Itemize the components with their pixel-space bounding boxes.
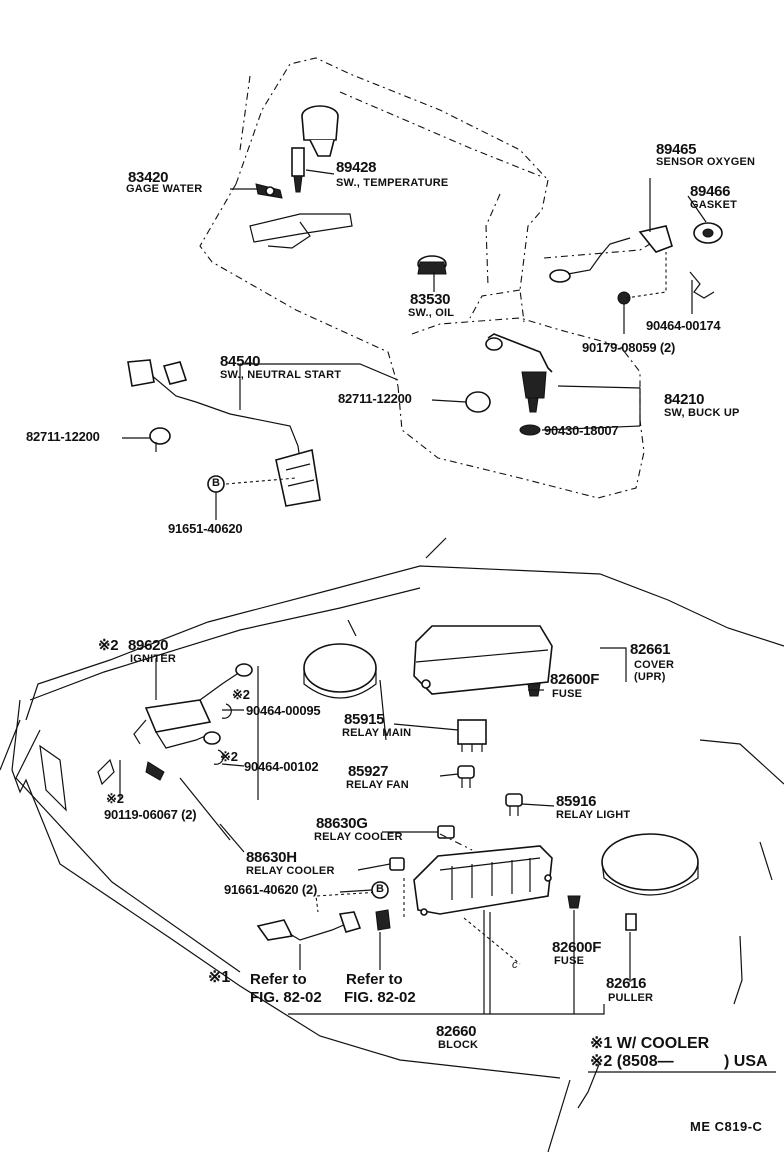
note-usa-start: ※2 (8508— [590, 1053, 674, 1070]
marker-b-upper-letter: B [212, 477, 221, 489]
part-number-83530: 83530 [410, 291, 451, 308]
ref1-text-top[interactable]: Refer to [250, 971, 307, 988]
part-number-85927: 85927 [348, 763, 389, 780]
part-name-fuse-a: FUSE [552, 688, 583, 700]
part-number-90119-06067: 90119-06067 (2) [104, 807, 197, 822]
clip-mark-00095: ※2 [232, 687, 250, 702]
marker-c: c [512, 959, 518, 971]
part-number-91661-40620: 91661-40620 (2) [224, 882, 318, 897]
part-number-82600f-b: 82600F [552, 939, 602, 956]
lower-parts [133, 625, 637, 965]
part-number-90179-08059: 90179-08059 (2) [582, 340, 676, 355]
marker-b-lower-letter: B [376, 883, 385, 895]
part-name-relay-fan: RELAY FAN [346, 779, 409, 791]
part-name-block: BLOCK [438, 1039, 479, 1051]
part-number-90464-00095: 90464-00095 [246, 703, 321, 718]
part-number-82711-upper: 82711-12200 [338, 391, 412, 406]
part-number-89620: 89620 [128, 637, 169, 654]
part-number-89428: 89428 [336, 159, 377, 176]
part-number-88630g: 88630G [316, 815, 368, 832]
part-number-90464-00102: 90464-00102 [244, 759, 319, 774]
part-number-82711-left: 82711-12200 [26, 429, 100, 444]
part-name-relay-main: RELAY MAIN [342, 727, 412, 739]
engine-outline [199, 57, 661, 499]
part-number-84210: 84210 [664, 391, 705, 408]
part-name-relay-cooler-g: RELAY COOLER [314, 831, 403, 843]
figure-code: ME C819-C [690, 1119, 763, 1134]
part-number-88630h: 88630H [246, 849, 297, 866]
part-number-85916: 85916 [556, 793, 597, 810]
igniter-mark: ※2 [98, 637, 119, 654]
part-name-gasket: GASKET [690, 199, 738, 211]
part-name-sw-buck-up: SW, BUCK UP [664, 407, 740, 419]
part-name-relay-cooler-h: RELAY COOLER [246, 865, 335, 877]
clip-mark-00102: ※2 [220, 749, 238, 764]
part-number-82616: 82616 [606, 975, 647, 992]
part-name-gage-water: GAGE WATER [126, 183, 203, 195]
ref1-text-bottom[interactable]: FIG. 82-02 [250, 989, 322, 1006]
part-number-84540: 84540 [220, 353, 261, 370]
note-w-cooler: ※1 W/ COOLER [590, 1035, 710, 1052]
ref2-text-bottom[interactable]: FIG. 82-02 [344, 989, 416, 1006]
ref1-mark: ※1 [208, 969, 231, 986]
part-number-82600f-a: 82600F [550, 671, 600, 688]
part-name-sw-neutral-start: SW., NEUTRAL START [220, 369, 342, 381]
part-name-sw-oil: SW., OIL [408, 307, 455, 319]
part-number-82660: 82660 [436, 1023, 477, 1040]
part-name-sw-temperature: SW., TEMPERATURE [336, 177, 449, 189]
part-name-fuse-b: FUSE [554, 955, 585, 967]
marker-b-upper [207, 475, 225, 493]
part-number-82661: 82661 [630, 641, 671, 658]
part-name-puller: PULLER [608, 992, 654, 1004]
part-number-89465: 89465 [656, 141, 697, 158]
upper-parts [127, 147, 723, 507]
part-number-90430-18007: 90430-18007 [544, 423, 619, 438]
body-outline [0, 537, 784, 1153]
part-name-relay-light: RELAY LIGHT [556, 809, 631, 821]
ref2-text-top[interactable]: Refer to [346, 971, 403, 988]
part-name-cover: COVER [634, 659, 675, 671]
leader-lines [119, 169, 776, 1073]
part-number-83420: 83420 [128, 169, 169, 186]
part-number-89466: 89466 [690, 183, 731, 200]
part-number-90464-00174: 90464-00174 [646, 318, 721, 333]
part-number-85915: 85915 [344, 711, 385, 728]
marker-b-lower [371, 881, 389, 899]
part-name-cover-upr: (UPR) [634, 671, 666, 683]
bolt-mark-90119: ※2 [106, 791, 124, 806]
part-number-91651-40620: 91651-40620 [168, 521, 243, 536]
part-name-igniter: IGNITER [130, 653, 177, 665]
note-usa-end: ) USA [724, 1053, 768, 1070]
part-name-sensor-oxygen: SENSOR OXYGEN [656, 156, 756, 168]
